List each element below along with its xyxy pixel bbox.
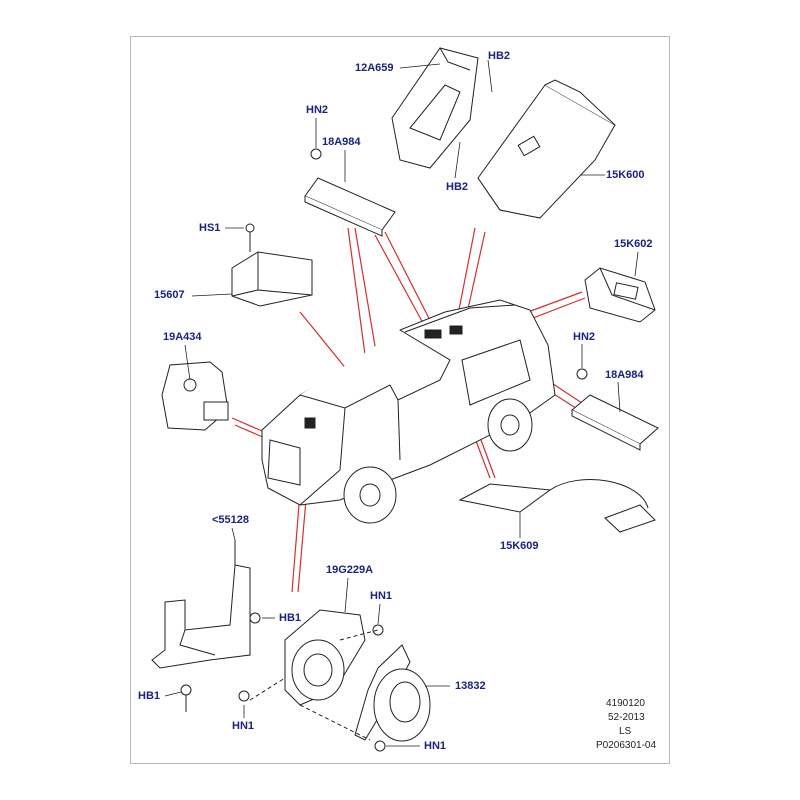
nut-hn1-left xyxy=(238,690,250,702)
label-13832: 13832 xyxy=(455,680,486,692)
footer-ls: LS xyxy=(619,726,632,737)
leader-line xyxy=(374,234,431,337)
footer-date: 52-2013 xyxy=(608,712,645,723)
label-hn2-top: HN2 xyxy=(306,104,329,116)
sensor-15607 xyxy=(231,223,313,307)
bracket-12A659 xyxy=(391,47,479,169)
label-hn1-left: HN1 xyxy=(232,720,255,732)
component-drawings xyxy=(151,47,659,752)
label-19G229A: 19G229A xyxy=(326,564,374,576)
horn-19G229A xyxy=(238,609,384,706)
module-18A984-right xyxy=(571,368,659,451)
vehicle-outline xyxy=(261,299,556,524)
label-15K609: 15K609 xyxy=(500,540,539,552)
nut-hn2-top xyxy=(310,148,322,160)
label-hb1-right: HB1 xyxy=(279,612,302,624)
label-hb2-mid: HB2 xyxy=(446,181,469,193)
label-18A984-top: 18A984 xyxy=(322,136,361,148)
module-15K600 xyxy=(477,79,616,219)
footer-code: 4190120 xyxy=(606,698,645,709)
bracket-55128 xyxy=(151,540,261,712)
label-15607: 15607 xyxy=(154,289,185,301)
horn-13832 xyxy=(354,644,431,752)
label-hs1: HS1 xyxy=(199,222,221,234)
antenna-15K609 xyxy=(458,479,656,533)
label-15K602: 15K602 xyxy=(614,238,653,250)
label-15K600: 15K600 xyxy=(606,169,645,181)
nut-hn1-top xyxy=(372,624,384,636)
label-hb1-left: HB1 xyxy=(138,690,161,702)
label-hn2-right: HN2 xyxy=(573,331,596,343)
label-19A434: 19A434 xyxy=(163,331,202,343)
module-15K602 xyxy=(584,267,656,323)
sensor-19A434 xyxy=(161,361,229,431)
label-55128: <55128 xyxy=(212,514,250,526)
bolt-hb1-right xyxy=(249,612,261,624)
label-hn1-bottom: HN1 xyxy=(424,740,447,752)
bolt-hb1-left xyxy=(180,684,192,696)
screw-hs1 xyxy=(245,223,255,233)
label-hb2-top: HB2 xyxy=(488,50,511,62)
nut-hn2-right xyxy=(576,368,588,380)
footer-ref: P0206301-04 xyxy=(596,740,657,751)
label-18A984-right: 18A984 xyxy=(605,369,644,381)
label-12A659: 12A659 xyxy=(355,62,394,74)
label-hn1-top: HN1 xyxy=(370,590,393,602)
nut-hn1-bottom xyxy=(374,740,386,752)
label-leaders xyxy=(164,59,639,747)
module-18A984-top xyxy=(304,148,396,237)
